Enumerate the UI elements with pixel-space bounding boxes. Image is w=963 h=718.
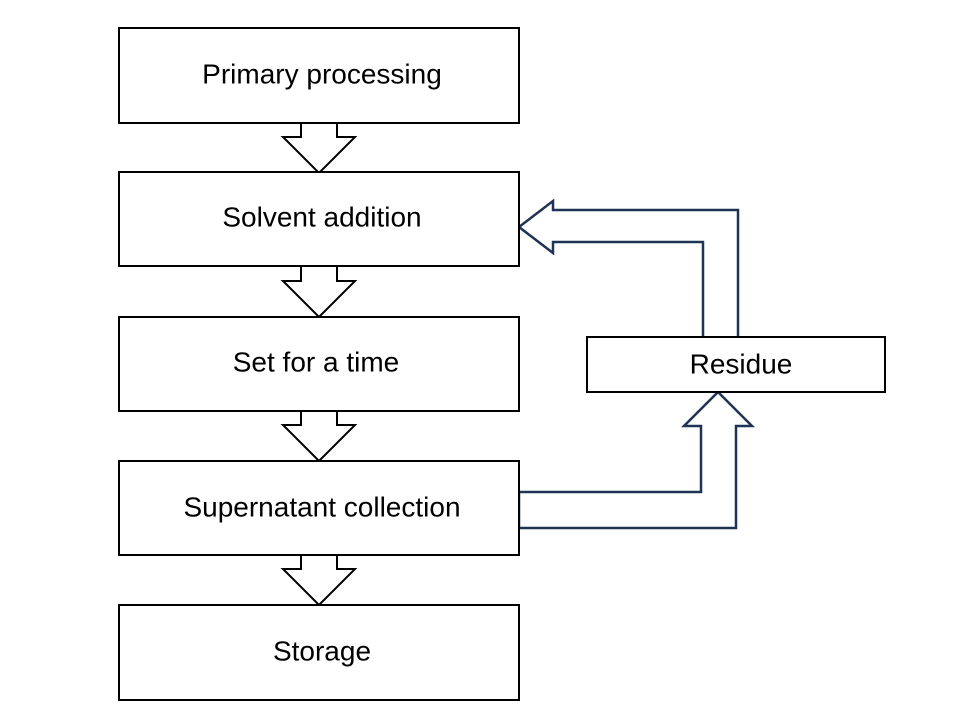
residue-box: [586, 336, 886, 393]
step-box: [118, 460, 520, 556]
step-label: Set for a time: [233, 346, 400, 377]
supernatant-to-residue-arrow: [517, 390, 756, 530]
step-box: [118, 171, 520, 267]
down-arrow-4: [280, 555, 358, 607]
step-label: Supernatant collection: [183, 491, 460, 522]
residue-node: Residue: [586, 336, 886, 393]
step-storage: Storage: [118, 604, 520, 701]
down-arrow-2: [280, 266, 358, 319]
down-arrow-3: [280, 411, 358, 463]
step-box: [118, 27, 520, 124]
residue-label: Residue: [690, 348, 793, 379]
step-label: Solvent addition: [222, 201, 421, 232]
step-box: [118, 604, 520, 701]
step-primary-processing: Primary processing: [118, 27, 520, 124]
step-supernatant-collection: Supernatant collection: [118, 460, 520, 556]
step-solvent-addition: Solvent addition: [118, 171, 520, 267]
step-box: [118, 316, 520, 412]
step-set-for-a-time: Set for a time: [118, 316, 520, 412]
step-label: Storage: [273, 635, 371, 666]
residue-to-solvent-arrow: [516, 198, 740, 337]
step-label: Primary processing: [202, 58, 442, 89]
down-arrow-1: [280, 123, 358, 175]
